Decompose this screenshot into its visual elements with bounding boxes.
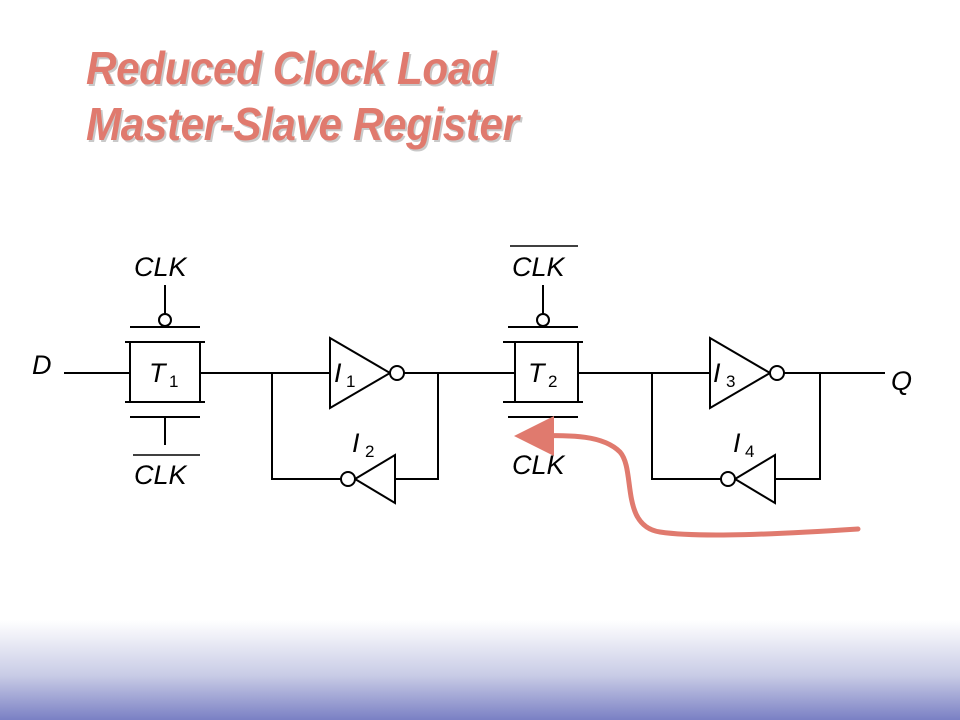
t2-clk-top-label: CLK [512,252,566,282]
i2-subscript: 2 [365,442,374,461]
page-title: Reduced Clock Load Master-Slave Register [86,40,519,152]
i1-letter: I [334,358,342,388]
t1-subscript: 1 [169,372,178,391]
t1-transmission-gate [125,285,205,445]
i2-letter: I [352,428,360,458]
i4-subscript: 4 [745,442,754,461]
i3-letter: I [713,358,721,388]
i4-letter: I [733,428,741,458]
i1-subscript: 1 [346,372,355,391]
t2-clk-bottom-label: CLK [512,450,566,480]
reduced-load-annotation-arrow [514,415,861,538]
i3-subscript: 3 [726,372,735,391]
t2-transmission-gate [503,285,583,418]
t2-subscript: 2 [548,372,557,391]
output-label-q: Q [891,366,912,396]
title-line-2: Master-Slave Register [86,98,519,150]
i4-inverter [720,453,776,505]
t1-letter: T [149,358,168,388]
title-line-1: Reduced Clock Load [86,42,497,94]
t1-clk-top-label: CLK [134,252,188,282]
input-label-d: D [32,350,52,380]
i2-inverter [340,453,396,505]
bottom-gradient-band [0,620,960,720]
t1-clk-bottom-label: CLK [134,460,188,490]
i3-inverter [709,336,785,410]
t2-letter: T [528,358,547,388]
